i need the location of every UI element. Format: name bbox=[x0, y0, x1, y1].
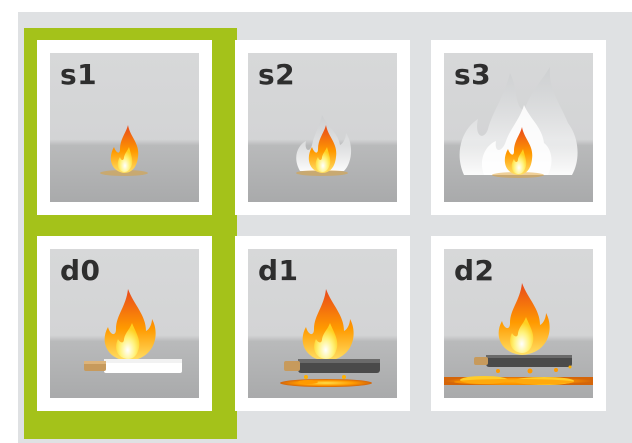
tile-label: s1 bbox=[60, 58, 97, 91]
tile-label: d1 bbox=[258, 254, 299, 287]
tile-image: d0 bbox=[50, 249, 199, 398]
tile-image: s1 bbox=[50, 53, 199, 202]
tile-image: d1 bbox=[248, 249, 397, 398]
tile-label: s2 bbox=[258, 58, 295, 91]
tile-image: s3 bbox=[444, 53, 593, 202]
tile-d0[interactable]: d0 bbox=[37, 236, 212, 411]
tile-label: d2 bbox=[454, 254, 495, 287]
tile-s3[interactable]: s3 bbox=[431, 40, 606, 215]
tile-label: d0 bbox=[60, 254, 101, 287]
tile-image: d2 bbox=[444, 249, 593, 398]
tile-d2[interactable]: d2 bbox=[431, 236, 606, 411]
tile-image: s2 bbox=[248, 53, 397, 202]
tile-d1[interactable]: d1 bbox=[235, 236, 410, 411]
tile-s1[interactable]: s1 bbox=[37, 40, 212, 215]
tile-label: s3 bbox=[454, 58, 491, 91]
tile-s2[interactable]: s2 bbox=[235, 40, 410, 215]
